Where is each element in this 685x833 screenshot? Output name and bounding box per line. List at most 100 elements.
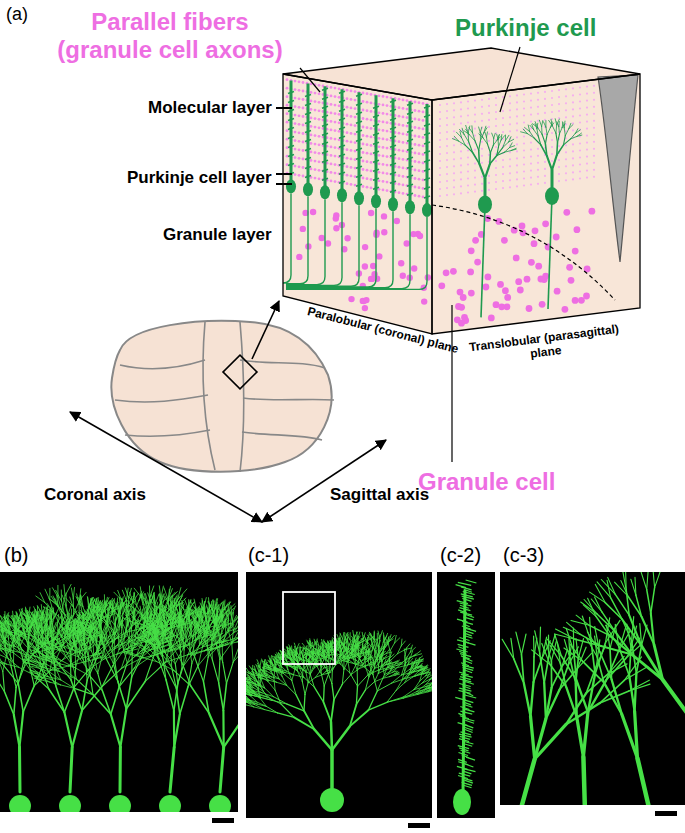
- parallel-fiber-section: [572, 115, 574, 117]
- purkinje-branch: [424, 160, 430, 162]
- parallel-fiber-section: [314, 109, 317, 112]
- purkinje-soma: [478, 195, 492, 213]
- dendrite-branch: [56, 686, 65, 713]
- dendrite-branch: [0, 660, 6, 664]
- purkinje-branch: [305, 112, 311, 114]
- parallel-fiber-section: [446, 117, 448, 119]
- dendrite-branch: [569, 125, 573, 129]
- parallel-fiber-section: [314, 151, 317, 154]
- granule-cell: [566, 264, 573, 271]
- parallel-fiber-section: [593, 127, 595, 129]
- parallel-fiber-section: [488, 105, 490, 107]
- granule-cell: [425, 274, 431, 280]
- purkinje-branch: [424, 187, 430, 189]
- parallel-fiber-section: [579, 149, 581, 151]
- parallel-fiber-section: [453, 130, 455, 132]
- granule-cell: [348, 296, 354, 302]
- purkinje-branch: [424, 151, 430, 153]
- purkinje-branch: [424, 133, 430, 135]
- folium-line: [243, 398, 334, 400]
- parallel-fiber-section: [370, 127, 373, 130]
- parallel-fiber-section: [414, 152, 417, 155]
- purkinje-axon: [283, 193, 291, 283]
- parallel-fiber-section: [572, 150, 574, 152]
- purkinje-branch: [339, 136, 345, 138]
- parallel-fiber-section: [544, 112, 546, 114]
- parallel-fiber-section: [579, 100, 581, 102]
- micrograph-panel: [246, 572, 432, 818]
- dendrite-branch: [539, 120, 541, 126]
- parallel-fiber-section: [422, 145, 425, 148]
- parallel-fiber-section: [488, 140, 490, 142]
- parallel-fiber-section: [354, 107, 357, 110]
- parallel-fiber-section: [516, 115, 518, 117]
- parallel-fiber-section: [318, 169, 321, 172]
- dendrite-branch: [564, 139, 571, 145]
- parallel-fiber-section: [286, 129, 289, 132]
- parallel-fiber-section: [453, 172, 455, 174]
- parallel-fiber-section: [386, 181, 389, 184]
- dendrite-branch: [468, 126, 470, 133]
- parallel-fiber-section: [418, 135, 421, 138]
- dendrite-branch: [68, 605, 72, 616]
- parallel-fiber-section: [516, 136, 518, 138]
- granule-cell: [501, 237, 508, 244]
- parallel-fiber-section: [346, 157, 349, 160]
- parallel-fiber-section: [366, 143, 369, 146]
- purkinje-branch: [322, 97, 328, 99]
- parallel-fiber-section: [488, 189, 490, 191]
- region-marker: [223, 355, 257, 389]
- parallel-fiber-section: [314, 92, 317, 95]
- parallel-fiber-section: [593, 120, 595, 122]
- parallel-fiber-section: [495, 188, 497, 190]
- dendrite-branch: [485, 164, 490, 178]
- parallel-fiber-section: [370, 170, 373, 173]
- dendrite-branch: [560, 128, 563, 134]
- dendrite-branch: [71, 588, 73, 599]
- purkinje-branch: [288, 127, 294, 129]
- parallel-fiber-section: [350, 132, 353, 135]
- parallel-fiber-section: [422, 119, 425, 122]
- parallel-fiber-section: [586, 142, 588, 144]
- parallel-fiber-section: [586, 156, 588, 158]
- axis-arrow: [262, 440, 386, 522]
- parallel-fiber-section: [481, 148, 483, 150]
- purkinje-soma: [9, 795, 31, 812]
- parallel-fiber-section: [346, 106, 349, 109]
- purkinje-branch: [288, 154, 294, 156]
- purkinje-branch: [322, 115, 328, 117]
- purkinje-branch: [339, 109, 345, 111]
- parallel-fiber-section: [386, 113, 389, 116]
- granule-cell: [374, 276, 380, 282]
- dendrite-branch: [41, 621, 43, 634]
- parallel-fiber-section: [302, 149, 305, 152]
- parallel-fiber-section: [460, 157, 462, 159]
- purkinje-branch: [288, 100, 294, 102]
- parallel-fiber-section: [593, 99, 595, 101]
- parallel-fiber-section: [453, 144, 455, 146]
- dendrite-branch: [462, 128, 464, 134]
- parallel-fiber-section: [509, 151, 511, 153]
- block-outline: [283, 48, 640, 100]
- dendrite-branch: [494, 133, 496, 138]
- dendrite-branch: [10, 642, 15, 647]
- parallel-fiber-section: [382, 138, 385, 141]
- dendrite-branch: [557, 122, 559, 127]
- parallel-fiber-section: [488, 175, 490, 177]
- parallel-fiber-section: [523, 156, 525, 158]
- dendrite-branch: [546, 127, 547, 135]
- dendrite-branch: [5, 692, 14, 715]
- purkinje-soma: [371, 194, 381, 208]
- purkinje-branch: [424, 178, 430, 180]
- dendrite-branch: [52, 621, 54, 631]
- dendrite-branch: [55, 630, 63, 637]
- purkinje-branch: [373, 169, 379, 171]
- dendrite-branch: [480, 127, 482, 133]
- parallel-fiber-section: [346, 174, 349, 177]
- parallel-fiber-section: [530, 149, 532, 151]
- dendrite-branch: [72, 711, 82, 748]
- dendrite-branch: [473, 133, 476, 141]
- folium-line: [120, 360, 205, 369]
- parallel-fiber-section: [565, 158, 567, 160]
- parallel-fiber-section: [593, 134, 595, 136]
